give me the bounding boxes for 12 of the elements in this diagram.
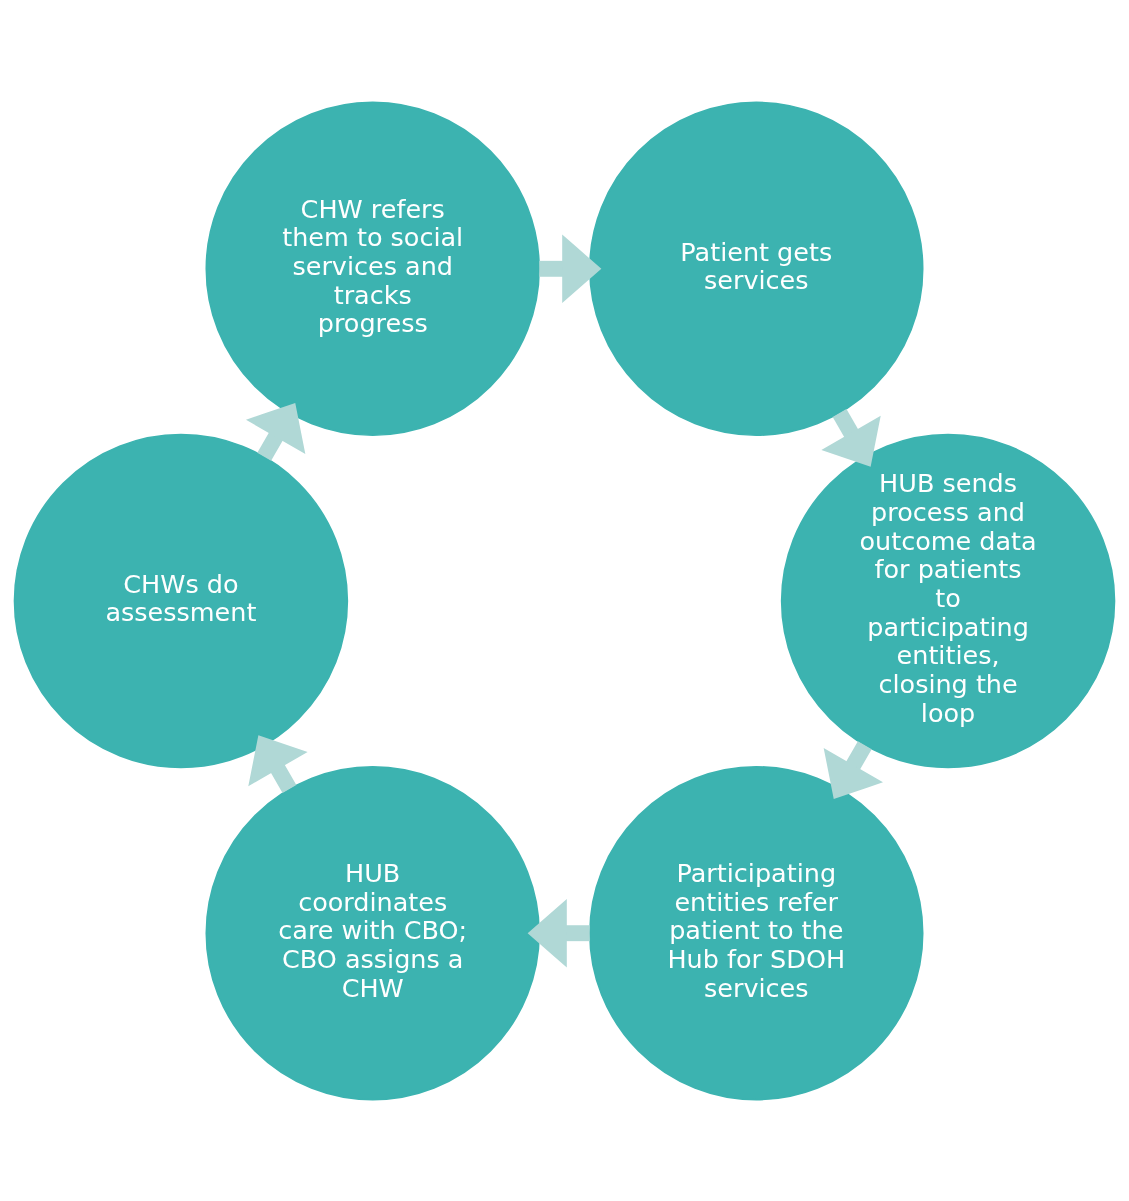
arrow bbox=[245, 402, 306, 461]
node-circle: CHWs do assessment bbox=[13, 433, 349, 768]
arrow bbox=[823, 740, 883, 799]
node-circle: Participating entities refer patient to the Hub for SDOH services bbox=[589, 765, 924, 1100]
arrow bbox=[539, 234, 602, 303]
arrow bbox=[527, 898, 590, 967]
node-circle: HUB coordinates care with CBO; CBO assigns a CHW bbox=[205, 765, 540, 1100]
arrow bbox=[821, 408, 881, 467]
node-circle: HUB sends process and outcome data for patients to participating entities, closing the loop bbox=[780, 433, 1116, 768]
arrow bbox=[248, 734, 308, 793]
node-circle: Patient gets services bbox=[589, 101, 924, 436]
node-circle: CHW refers them to social services and tracks progress bbox=[205, 101, 540, 436]
